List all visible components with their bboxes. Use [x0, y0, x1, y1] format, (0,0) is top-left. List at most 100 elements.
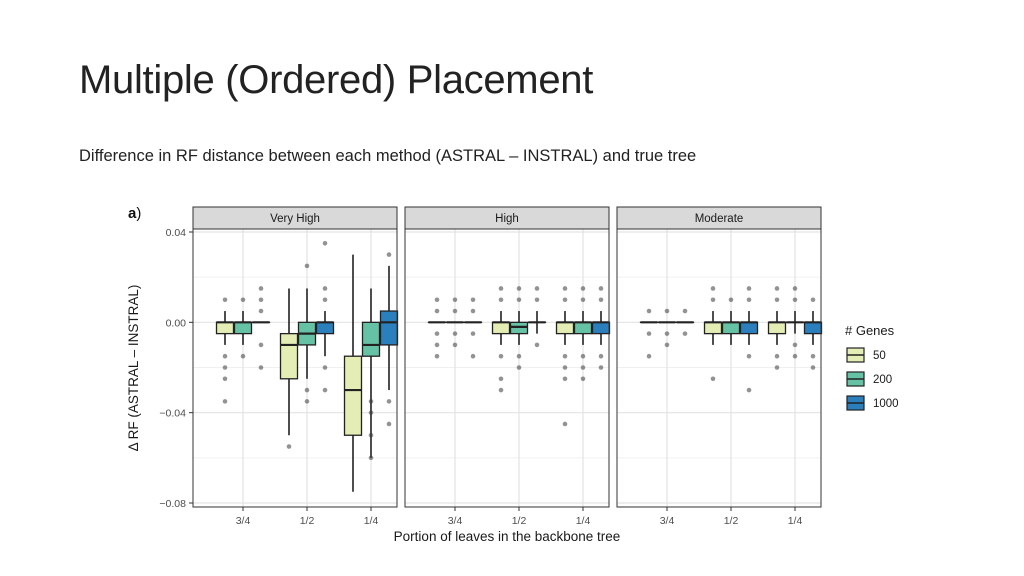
- outlier-point: [562, 353, 568, 359]
- box-body: [739, 321, 759, 335]
- outlier-point: [498, 353, 504, 359]
- outlier-point: [322, 387, 328, 393]
- panel-border: [616, 228, 822, 508]
- outlier-point: [580, 365, 586, 370]
- legend-title: # Genes: [845, 323, 895, 338]
- box-body: [361, 321, 381, 357]
- outlier-point: [452, 342, 458, 348]
- outlier-point: [222, 297, 228, 303]
- box-body: [315, 321, 335, 335]
- outlier-point: [516, 297, 522, 303]
- outlier-point: [746, 286, 752, 291]
- outlier-point: [580, 376, 586, 382]
- box-body: [721, 321, 741, 335]
- x-tick-label: 1/4: [788, 515, 803, 527]
- outlier-point: [516, 365, 522, 370]
- outlier-point: [286, 444, 292, 449]
- outlier-point: [562, 421, 568, 427]
- x-tick-label: 1/2: [724, 515, 739, 527]
- outlier-point: [434, 297, 440, 303]
- outlier-point: [792, 286, 798, 291]
- outlier-point: [598, 365, 604, 370]
- outlier-point: [746, 387, 752, 393]
- outlier-point: [646, 308, 652, 314]
- panel-border: [404, 228, 610, 508]
- outlier-point: [368, 432, 374, 438]
- slide-title: Multiple (Ordered) Placement: [79, 58, 594, 102]
- outlier-point: [470, 308, 476, 314]
- box-body: [555, 321, 575, 335]
- outlier-point: [434, 353, 440, 359]
- outlier-point: [792, 353, 798, 359]
- outlier-point: [710, 376, 716, 382]
- outlier-point: [470, 353, 476, 359]
- panel-border: [192, 228, 398, 508]
- outlier-point: [368, 399, 374, 404]
- box-body: [803, 321, 823, 335]
- outlier-point: [598, 353, 604, 359]
- outlier-point: [598, 286, 604, 291]
- box-body: [379, 310, 399, 346]
- facet-label: Moderate: [695, 213, 744, 225]
- y-tick-label: −0.08: [159, 498, 186, 510]
- outlier-point: [470, 297, 476, 303]
- y-tick-label: 0.00: [166, 317, 187, 329]
- outlier-point: [728, 297, 734, 303]
- x-tick-label: 1/2: [300, 515, 315, 527]
- outlier-point: [534, 342, 540, 348]
- box-body: [491, 321, 511, 335]
- y-tick-label: 0.04: [166, 227, 187, 239]
- facet-label: Very High: [270, 213, 320, 225]
- panel-tag-paren: ): [136, 205, 141, 222]
- outlier-point: [792, 342, 798, 348]
- box-body: [233, 321, 253, 335]
- box-body: [279, 332, 299, 380]
- outlier-point: [240, 353, 246, 359]
- outlier-point: [304, 263, 310, 269]
- outlier-point: [598, 297, 604, 303]
- outlier-point: [258, 365, 264, 370]
- outlier-point: [516, 286, 522, 291]
- x-tick-label: 1/4: [576, 515, 591, 527]
- outlier-point: [322, 297, 328, 303]
- outlier-point: [498, 376, 504, 382]
- outlier-point: [452, 297, 458, 303]
- outlier-point: [222, 376, 228, 382]
- outlier-point: [368, 455, 374, 461]
- x-tick-label: 3/4: [236, 515, 251, 527]
- outlier-point: [710, 286, 716, 291]
- outlier-point: [222, 365, 228, 370]
- outlier-point: [646, 353, 652, 359]
- outlier-point: [322, 286, 328, 291]
- box-body: [573, 321, 593, 335]
- y-axis-label: Δ RF (ASTRAL – INSTRAL): [126, 285, 141, 452]
- outlier-point: [258, 342, 264, 348]
- y-tick-label: −0.04: [159, 408, 186, 420]
- outlier-point: [386, 399, 392, 404]
- outlier-point: [580, 353, 586, 359]
- x-tick-label: 3/4: [448, 515, 463, 527]
- outlier-point: [792, 297, 798, 303]
- legend-entry-label: 1000: [873, 398, 899, 410]
- outlier-point: [434, 342, 440, 348]
- outlier-point: [304, 399, 310, 404]
- outlier-point: [534, 286, 540, 291]
- outlier-point: [664, 308, 670, 314]
- outlier-point: [774, 365, 780, 370]
- x-tick-label: 3/4: [660, 515, 675, 527]
- outlier-point: [646, 331, 652, 336]
- outlier-point: [434, 308, 440, 314]
- outlier-point: [562, 286, 568, 291]
- box-body: [703, 321, 723, 335]
- outlier-point: [774, 297, 780, 303]
- outlier-point: [810, 365, 816, 370]
- box-body: [343, 355, 363, 436]
- legend-entry-label: 200: [873, 374, 892, 386]
- outlier-point: [386, 421, 392, 427]
- outlier-point: [452, 331, 458, 336]
- outlier-point: [322, 365, 328, 370]
- outlier-point: [222, 353, 228, 359]
- outlier-point: [516, 353, 522, 359]
- x-tick-label: 1/2: [512, 515, 527, 527]
- outlier-point: [368, 410, 374, 415]
